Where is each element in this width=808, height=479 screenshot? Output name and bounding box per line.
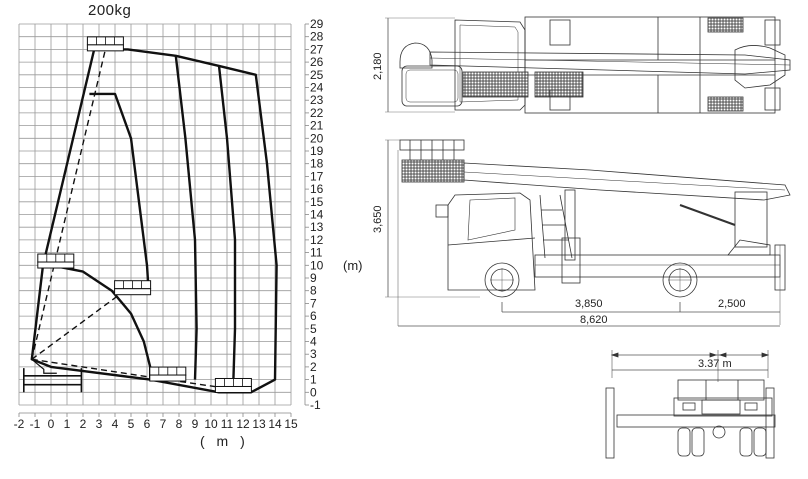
- x-tick-label: 6: [144, 417, 151, 431]
- platform-low-mid: [149, 366, 187, 382]
- series-lower-envelope: [30, 265, 151, 381]
- side-view-height-label: 3,650: [372, 205, 384, 233]
- rear-overhang-label: 2,500: [718, 298, 746, 310]
- y-tick-label: 7: [310, 296, 317, 310]
- y-tick-label: 10: [310, 258, 324, 272]
- chassis-symbol: [23, 368, 83, 393]
- y-tick-label: 5: [310, 322, 317, 336]
- y-tick-label: 16: [310, 182, 324, 196]
- x-tick-label: 13: [252, 417, 266, 431]
- chart-grid: [18, 23, 292, 406]
- x-axis-label: ( m ): [200, 433, 249, 449]
- y-tick-label: 0: [310, 385, 317, 399]
- x-tick-label: 8: [176, 417, 183, 431]
- platform-low-right: [214, 377, 252, 393]
- platform-floor: [37, 261, 75, 269]
- y-tick-label: 28: [310, 30, 324, 44]
- y-tick-label: 19: [310, 144, 324, 158]
- x-tick-label: 4: [112, 417, 119, 431]
- platform-mid: [114, 280, 152, 296]
- platform-upper-left: [37, 253, 75, 269]
- y-tick-label: 23: [310, 93, 324, 107]
- y-tick-label: 12: [310, 233, 324, 247]
- x-tick-label: 3: [96, 417, 103, 431]
- x-tick-label: 11: [221, 417, 234, 431]
- series-boom-arc-1: [174, 55, 198, 380]
- y-tick-label: 15: [310, 195, 324, 209]
- y-tick-label: 3: [310, 347, 317, 361]
- platform-floor: [114, 288, 152, 296]
- y-tick-label: 2: [310, 360, 317, 374]
- x-tick-label: 2: [80, 417, 87, 431]
- series-boom-arc-2: [217, 65, 237, 380]
- y-tick-label: 22: [310, 106, 324, 120]
- x-tick-label: 5: [128, 417, 135, 431]
- platform-floor: [86, 44, 124, 52]
- y-tick-label: 18: [310, 157, 324, 171]
- y-tick-label: 13: [310, 220, 324, 234]
- y-tick-label: 11: [310, 246, 323, 260]
- y-tick-label: 25: [310, 68, 324, 82]
- y-tick-label: 21: [310, 119, 324, 133]
- x-tick-label: 1: [64, 417, 71, 431]
- outrigger-span-label: 3.37 m: [698, 358, 732, 370]
- y-tick-label: 27: [310, 42, 324, 56]
- platform-floor: [214, 385, 252, 393]
- x-tick-label: -2: [14, 417, 25, 431]
- y-tick-label: 20: [310, 131, 324, 145]
- y-tick-label: 1: [310, 373, 317, 387]
- y-tick-label: -1: [310, 398, 321, 412]
- x-tick-label: -1: [30, 417, 41, 431]
- truck-base-icon: [23, 358, 83, 393]
- overall-length-label: 8,620: [580, 314, 608, 326]
- y-tick-label: 9: [310, 271, 317, 285]
- platform-top: [86, 36, 124, 52]
- series-boom-dash-mid: [31, 292, 122, 360]
- turret-symbol: [31, 358, 57, 374]
- series-inner-top-envelope: [89, 92, 150, 291]
- y-tick-label: 29: [310, 17, 324, 31]
- y-tick-label: 14: [310, 208, 324, 222]
- truck-side-view: [385, 139, 791, 327]
- y-tick-label: 24: [310, 81, 324, 95]
- top-view-width-label: 2,180: [372, 52, 384, 80]
- x-tick-label: 0: [48, 417, 55, 431]
- y-tick-label: 17: [310, 169, 324, 183]
- wheelbase-label: 3,850: [575, 298, 603, 310]
- y-tick-label: 4: [310, 335, 317, 349]
- x-tick-label: 10: [204, 417, 218, 431]
- y-tick-label: 26: [310, 55, 324, 69]
- y-tick-label: 8: [310, 284, 317, 298]
- y-tick-labels: 2928272625242322212019181716151413121110…: [305, 17, 324, 412]
- chart-title: 200kg: [88, 2, 132, 19]
- x-tick-label: 14: [268, 417, 282, 431]
- platform-floor: [149, 374, 187, 382]
- series-boom-dash-vertical: [31, 49, 107, 360]
- x-tick-label: 12: [236, 417, 250, 431]
- truck-rear-view: [605, 350, 776, 459]
- x-tick-label: 7: [160, 417, 167, 431]
- y-tick-label: 6: [310, 309, 317, 323]
- x-tick-label: 9: [192, 417, 199, 431]
- truck-top-view: [385, 16, 791, 114]
- y-axis-label: (m): [343, 258, 363, 273]
- chart-platforms: [37, 36, 252, 393]
- x-tick-label: 15: [284, 417, 298, 431]
